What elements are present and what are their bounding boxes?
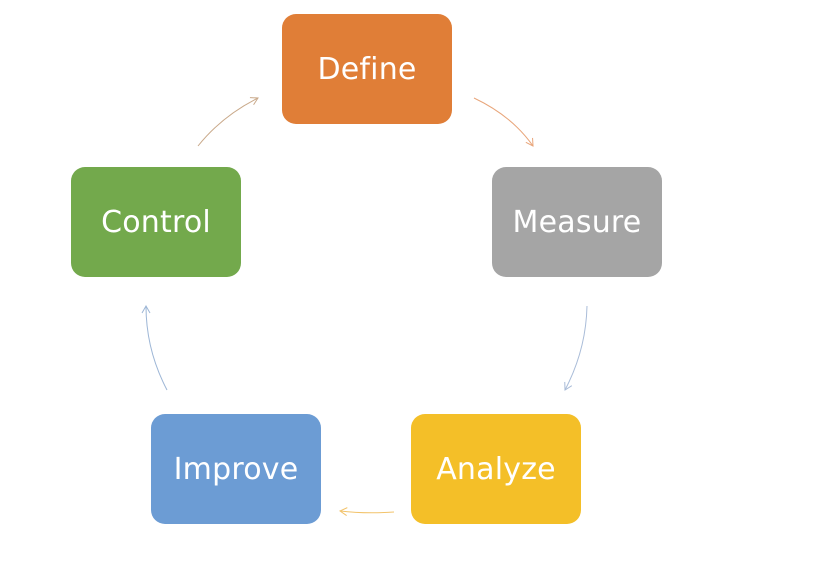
arrowhead-icon (564, 381, 573, 391)
arrow-improve-to-control (145, 305, 168, 391)
arrowhead-icon (525, 137, 534, 147)
arrowhead-icon (249, 97, 259, 106)
arrow-define-to-measure (473, 97, 534, 147)
arrow-control-to-define (197, 97, 259, 147)
define-box: Define (282, 14, 452, 124)
control-box: Control (71, 167, 241, 277)
arrowhead-icon (141, 304, 151, 314)
arrow-measure-to-analyze (564, 305, 588, 391)
analyze-box: Analyze (411, 414, 581, 524)
arrow-analyze-to-improve (339, 510, 395, 514)
measure-box: Measure (492, 167, 662, 277)
arrowhead-icon (338, 507, 348, 517)
improve-box: Improve (151, 414, 321, 524)
